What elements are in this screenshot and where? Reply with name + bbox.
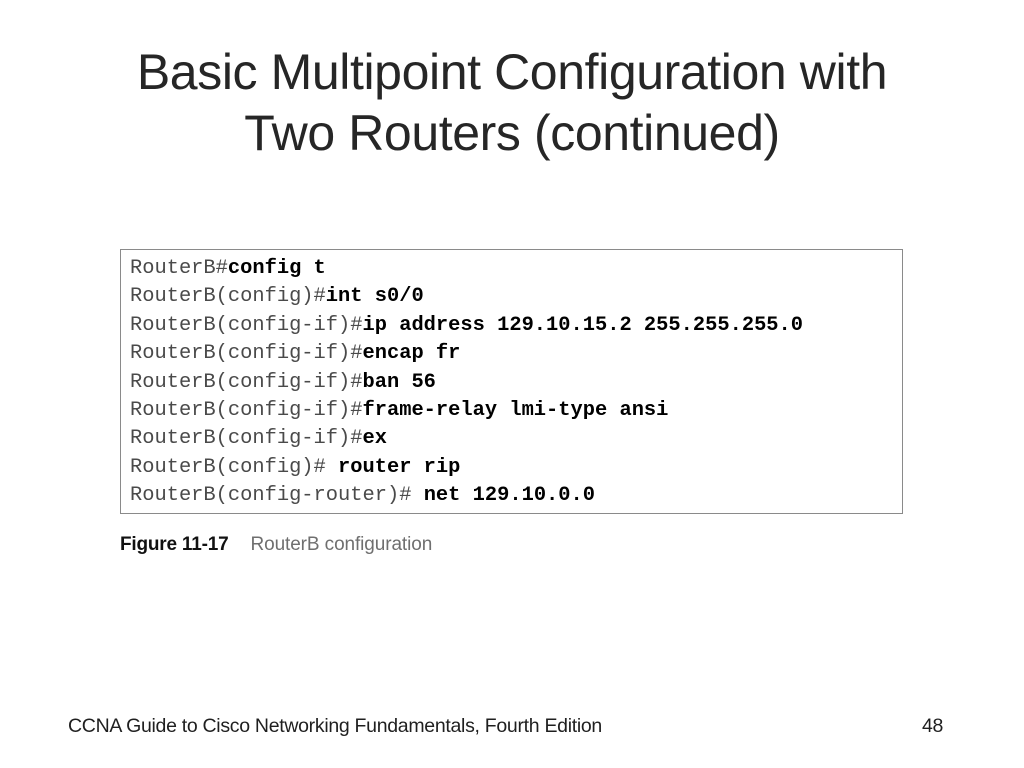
figure-caption: Figure 11-17 RouterB configuration <box>120 533 432 557</box>
code-prompt: RouterB(config-if)# <box>130 427 363 451</box>
code-line: RouterB(config-if)#frame-relay lmi-type … <box>130 397 898 425</box>
footer-book-title: CCNA Guide to Cisco Networking Fundament… <box>68 715 602 737</box>
code-line: RouterB#config t <box>130 255 898 283</box>
code-command: encap fr <box>362 342 461 366</box>
code-prompt: RouterB(config-if)# <box>130 399 363 423</box>
code-prompt: RouterB(config)# <box>130 285 326 309</box>
code-command: config t <box>227 257 326 280</box>
figure-caption-text: RouterB configuration <box>250 534 433 555</box>
footer-page-number: 48 <box>922 715 944 737</box>
code-command: router rip <box>338 455 461 479</box>
code-prompt: RouterB(config-router)# <box>130 484 424 508</box>
figure-caption-label: Figure 11-17 <box>120 534 229 555</box>
code-line: RouterB(config)# router rip <box>130 454 898 482</box>
code-line: RouterB(config-if)#ex <box>130 425 898 453</box>
code-command: ban 56 <box>362 370 436 394</box>
code-prompt: RouterB(config-if)# <box>130 342 363 366</box>
slide-footer: CCNA Guide to Cisco Networking Fundament… <box>0 713 1024 743</box>
page-title: Basic Multipoint Configuration with Two … <box>136 44 888 161</box>
code-line: RouterB(config)#int s0/0 <box>130 283 898 311</box>
code-prompt: RouterB(config-if)# <box>130 370 363 394</box>
code-prompt: RouterB(config-if)# <box>130 313 363 337</box>
code-command: int s0/0 <box>325 285 424 309</box>
code-command: frame-relay lmi-type ansi <box>362 399 669 423</box>
code-command: ip address 129.10.15.2 255.255.255.0 <box>362 313 804 337</box>
code-line: RouterB(config-if)#encap fr <box>130 340 898 368</box>
code-prompt: RouterB(config)# <box>130 455 339 479</box>
code-line: RouterB(config-if)#ban 56 <box>130 369 898 397</box>
code-command: net 129.10.0.0 <box>423 484 595 508</box>
code-prompt: RouterB# <box>130 257 228 280</box>
code-line: RouterB(config-if)#ip address 129.10.15.… <box>130 312 898 340</box>
code-line: RouterB(config-router)# net 129.10.0.0 <box>130 482 898 510</box>
code-command: ex <box>362 427 387 451</box>
